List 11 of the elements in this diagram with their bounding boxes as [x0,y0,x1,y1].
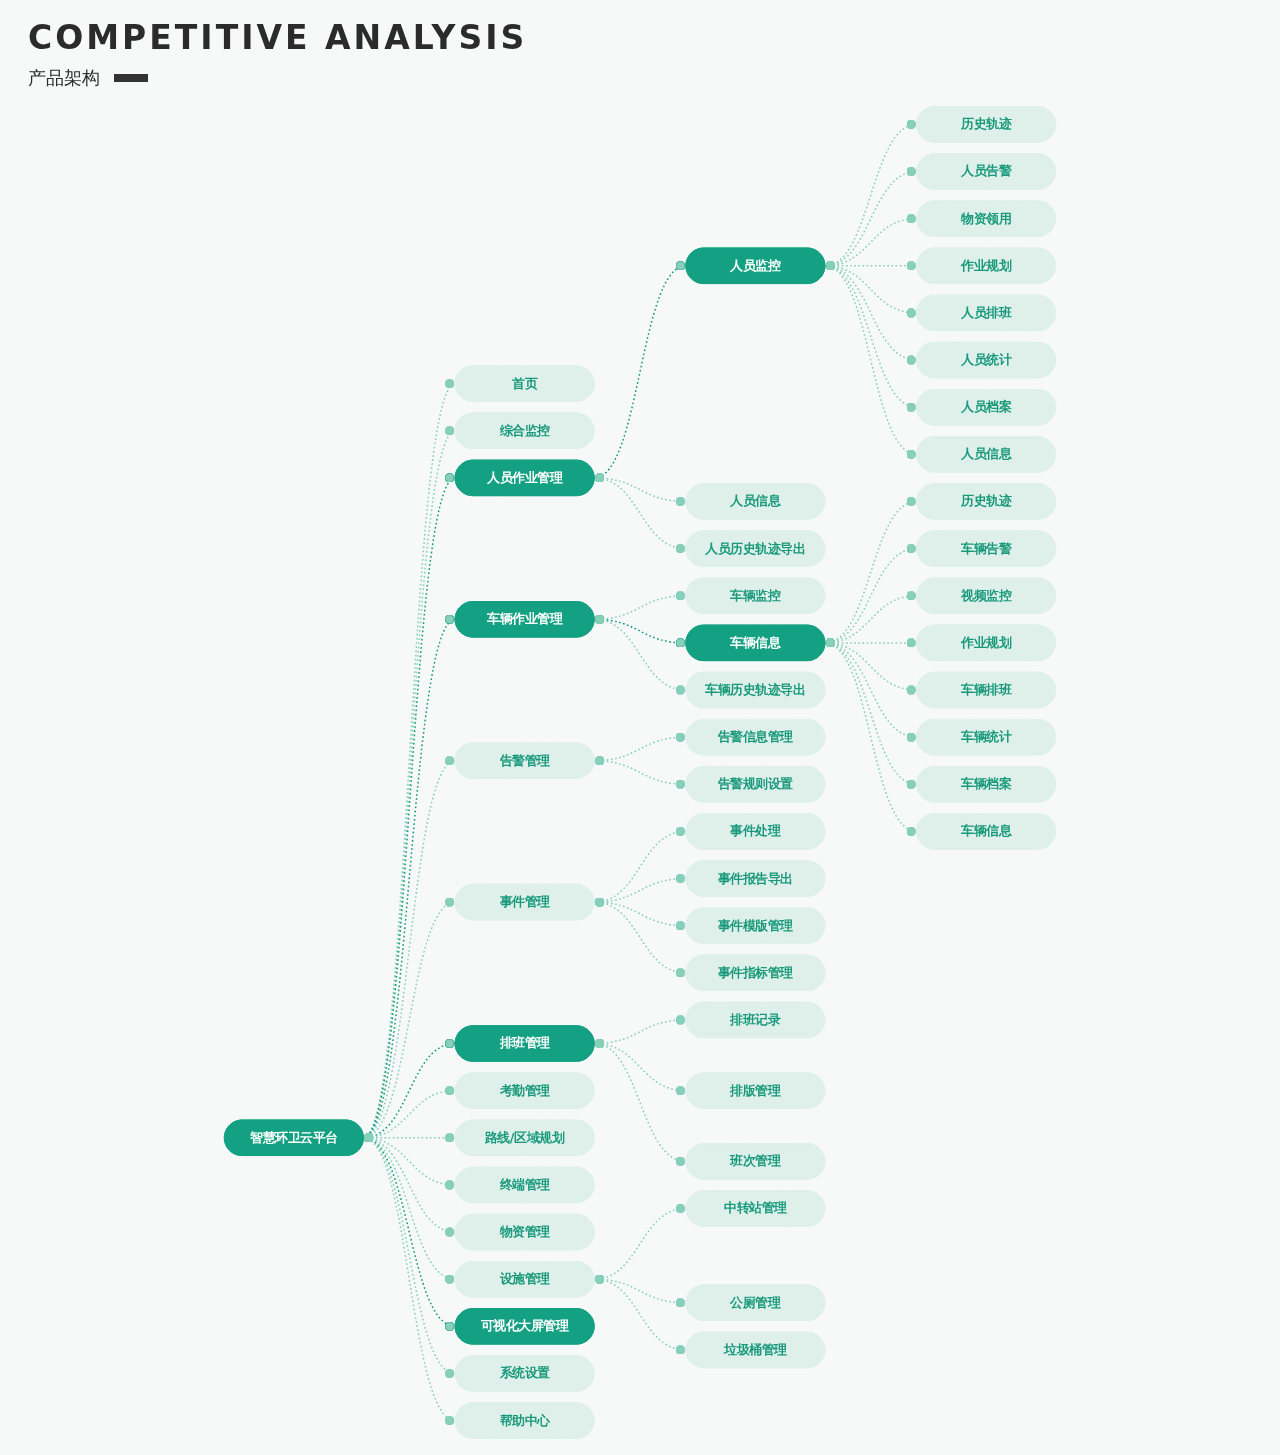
connector [824,262,918,458]
connector [824,639,918,835]
subtitle: 产品架构 [28,66,100,90]
connector [593,473,687,553]
title: COMPETITIVE ANALYSIS [28,18,528,58]
connector [362,1135,456,1424]
connector [593,1039,687,1166]
connector [593,897,687,978]
connector [593,755,687,790]
connector [593,1274,687,1355]
connector [593,615,687,695]
